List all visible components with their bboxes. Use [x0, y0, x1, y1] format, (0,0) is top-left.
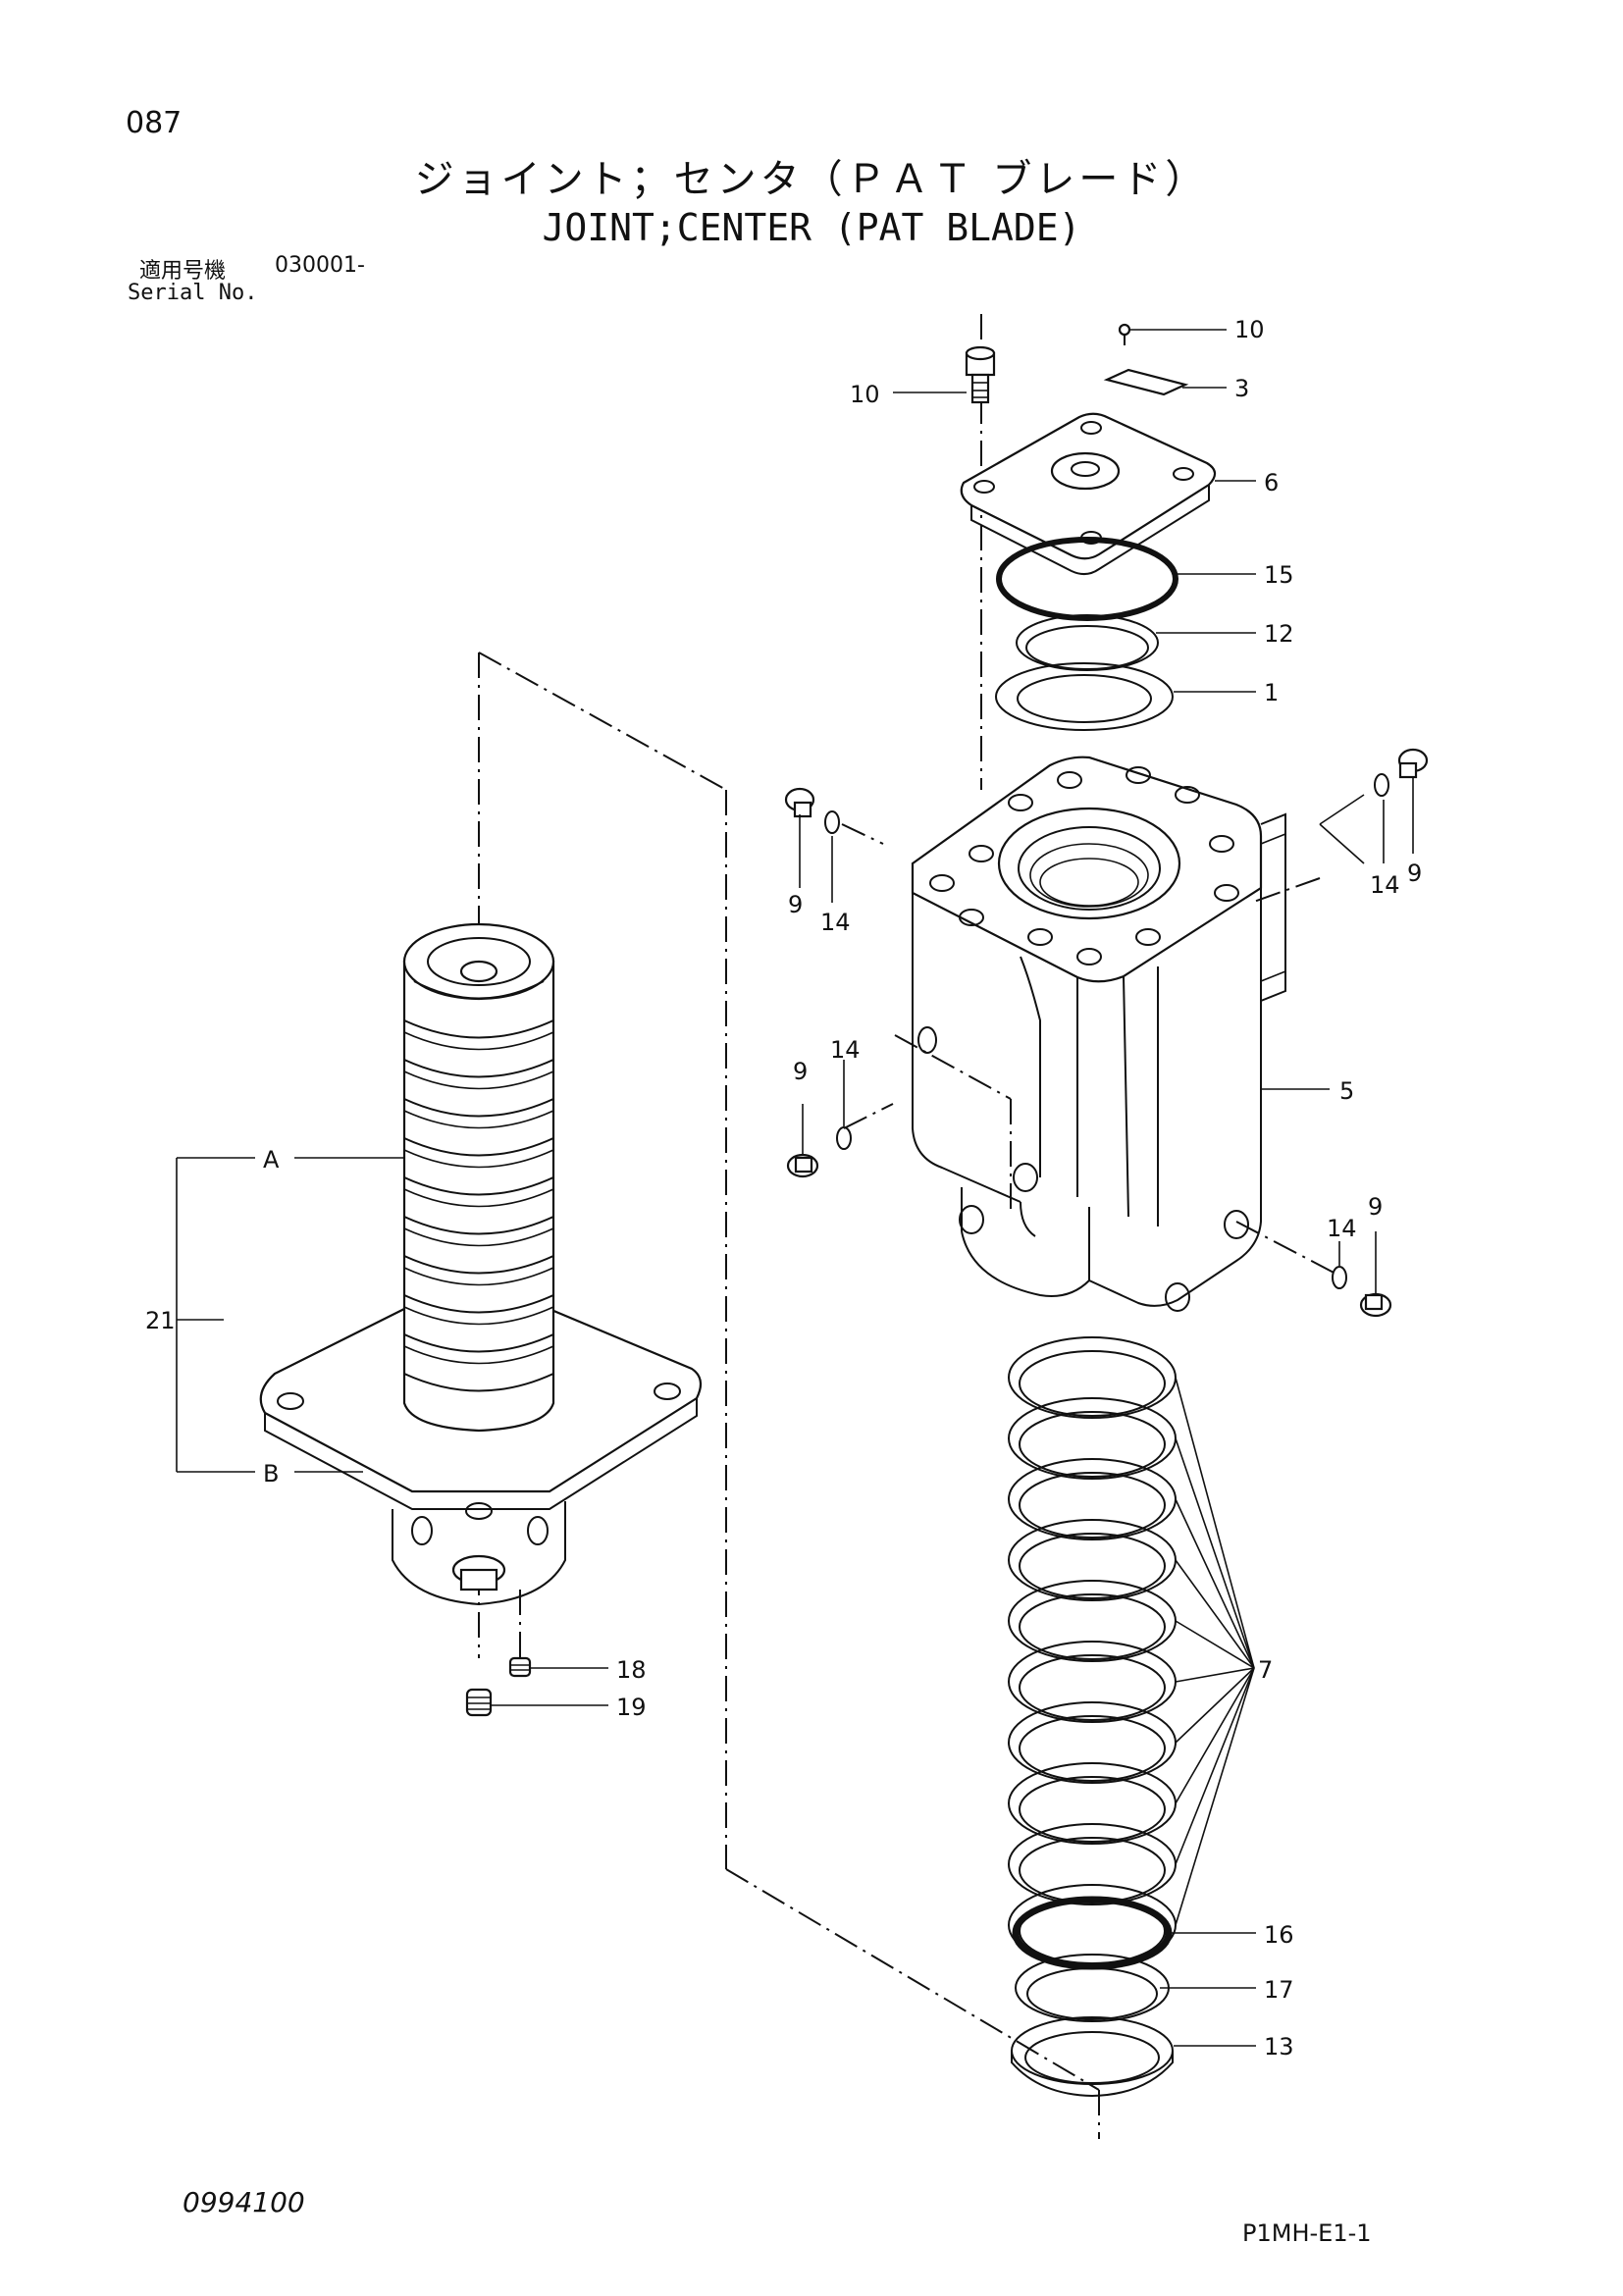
small-parts-top: [965, 323, 1189, 404]
callout-19: 19: [616, 1694, 647, 1721]
callout-14-left-lower: 14: [830, 1036, 861, 1064]
callout-16: 15: [1264, 561, 1294, 589]
drawing-number: 0994100: [183, 2186, 305, 2218]
callout-15: 16: [1264, 1921, 1294, 1949]
top-rings: [995, 537, 1178, 731]
callout-14-right-lower: 14: [1327, 1215, 1357, 1242]
title-japanese: ジョイント；センタ（ＰＡＴ ブレード）: [414, 157, 1209, 202]
callout-9-right-upper: 9: [1407, 860, 1422, 887]
serial-number-value: 030001-: [275, 253, 365, 278]
callout-14-right-upper: 14: [1370, 871, 1400, 899]
catalog-code: P1MH-E1-1: [1242, 2219, 1372, 2247]
serial-label-english: Serial No.: [128, 281, 258, 305]
plugs-and-o-rings: [784, 748, 1429, 1318]
callout-17: 17: [1264, 1976, 1294, 2004]
callout-9-right-lower: 9: [1368, 1193, 1383, 1221]
callout-A: A: [263, 1146, 280, 1174]
callout-10: 10: [850, 381, 880, 408]
callout-9-left-lower: 9: [793, 1058, 808, 1085]
callout-7: 7: [1258, 1656, 1273, 1684]
leader-lines: [176, 329, 1414, 2047]
seal-ring-stack: [1008, 1336, 1255, 2098]
callout-1: 1: [1264, 679, 1279, 706]
callout-5: 5: [1339, 1077, 1354, 1105]
assembly-guide-lines: [478, 314, 1340, 2139]
callout-13: 13: [1264, 2033, 1294, 2061]
cover-plate-part-6: [960, 412, 1217, 575]
callout-6: 6: [1264, 469, 1279, 496]
spindle-part-21: [259, 922, 703, 1606]
callout-labels: 10 3 6 15 12 1 5 10 7 16 17 13 18 19 21 …: [145, 316, 1422, 2061]
callout-3: 3: [1234, 375, 1249, 402]
callout-11: 10: [1234, 316, 1265, 343]
callout-21: 21: [145, 1307, 176, 1334]
title-english: JOINT;CENTER (PAT BLADE): [542, 206, 1081, 249]
plugs-18-19: [465, 1656, 532, 1717]
serial-label-japanese: 適用号機: [139, 259, 227, 284]
housing-part-5: [911, 756, 1286, 1312]
callout-18: 18: [616, 1656, 647, 1684]
callout-14-left-upper: 14: [820, 909, 851, 936]
callout-12: 12: [1264, 620, 1294, 648]
callout-9-left-upper: 9: [788, 891, 803, 918]
callout-B: B: [263, 1460, 279, 1487]
page-number: 087: [126, 106, 183, 140]
